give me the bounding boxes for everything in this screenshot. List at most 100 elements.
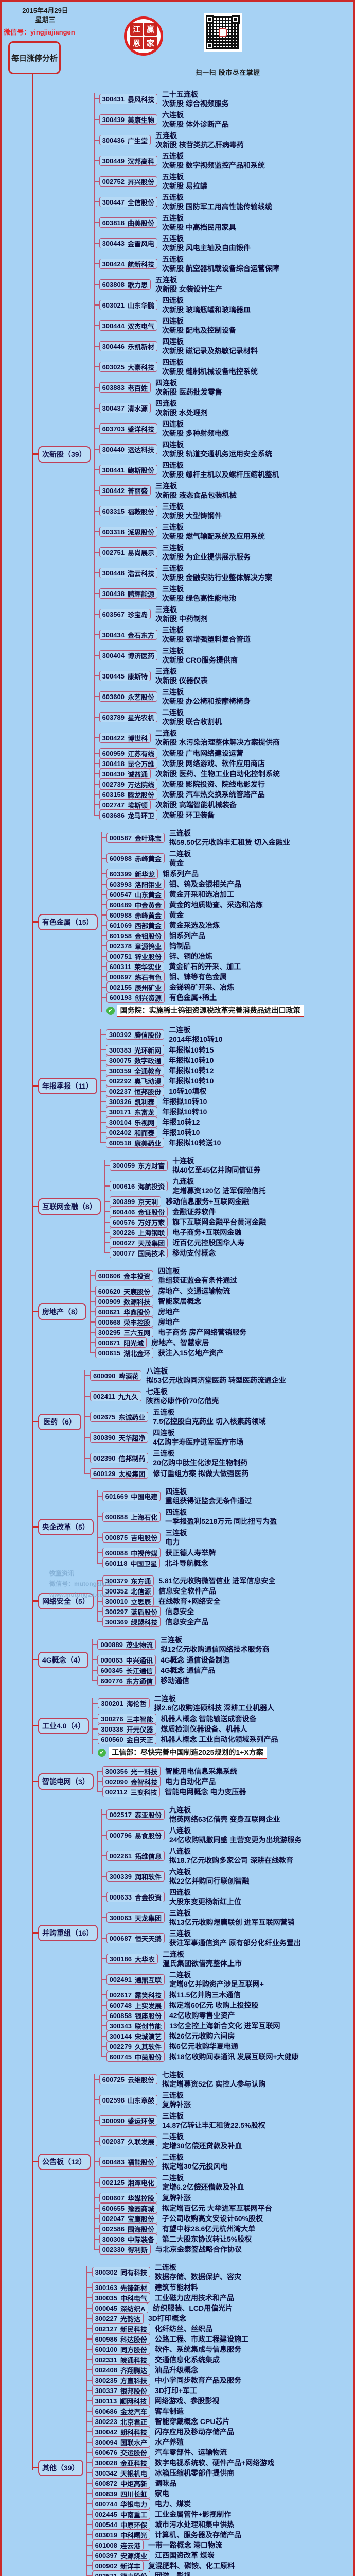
stock-node[interactable]: 002571德力股份	[92, 2571, 150, 2576]
category-node[interactable]: 公告板（12）	[32, 2154, 91, 2170]
category-node[interactable]: 工业4.0（4）	[32, 1718, 90, 1734]
category-node[interactable]: 年报季报（11）	[32, 1078, 97, 1094]
category-node[interactable]: 房地产（8）	[32, 1303, 86, 1320]
category-node[interactable]: 央企改革（5）	[32, 1519, 94, 1535]
